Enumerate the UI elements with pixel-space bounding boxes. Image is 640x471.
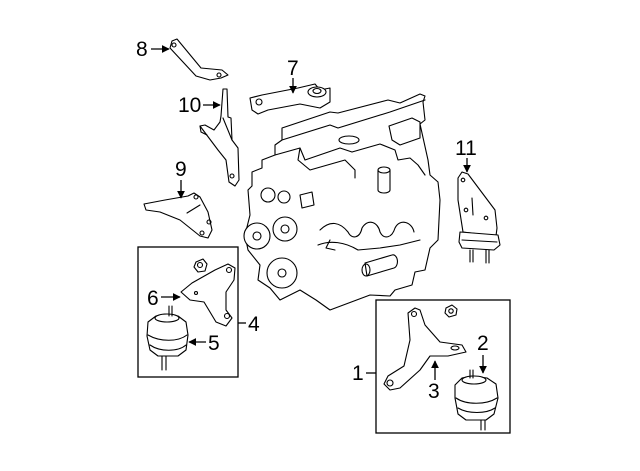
assembly-box-1 <box>375 299 511 434</box>
callout-3[interactable]: 3 <box>428 360 440 403</box>
nut-left <box>193 258 208 273</box>
callout-label-10: 10 <box>178 94 201 117</box>
callout-label-8: 8 <box>136 38 148 61</box>
callout-9[interactable]: 9 <box>175 158 187 199</box>
callout-label-4: 4 <box>248 313 260 336</box>
part-5-insulator <box>146 305 189 371</box>
part-10-bracket <box>199 88 240 187</box>
callout-5[interactable]: 5 <box>188 332 220 355</box>
callout-10[interactable]: 10 <box>178 94 221 117</box>
callout-label-5: 5 <box>208 332 220 355</box>
part-8-brace <box>169 38 229 81</box>
nut-right <box>444 304 458 318</box>
callout-4[interactable]: 4 <box>238 313 260 336</box>
part-3-bracket <box>383 307 467 391</box>
part-6-bracket <box>180 263 236 327</box>
callout-label-1: 1 <box>352 362 364 385</box>
engine-illustration <box>243 93 441 311</box>
callout-2[interactable]: 2 <box>477 332 489 374</box>
callout-label-7: 7 <box>287 57 299 80</box>
callout-label-11: 11 <box>455 137 477 160</box>
callout-1[interactable]: 1 <box>352 362 376 385</box>
part-2-insulator <box>454 369 499 431</box>
callout-6[interactable]: 6 <box>147 287 181 310</box>
callout-label-9: 9 <box>175 158 187 181</box>
part-11-transmission-mount <box>457 171 501 264</box>
callout-label-3: 3 <box>428 380 440 403</box>
callout-label-2: 2 <box>477 332 489 355</box>
callout-11[interactable]: 11 <box>455 137 477 173</box>
callout-8[interactable]: 8 <box>136 38 170 61</box>
callout-label-6: 6 <box>147 287 159 310</box>
part-7-torque-strut <box>249 83 331 115</box>
assembly-box-4 <box>137 246 239 378</box>
callout-7[interactable]: 7 <box>287 57 299 94</box>
part-9-bracket <box>143 192 213 239</box>
